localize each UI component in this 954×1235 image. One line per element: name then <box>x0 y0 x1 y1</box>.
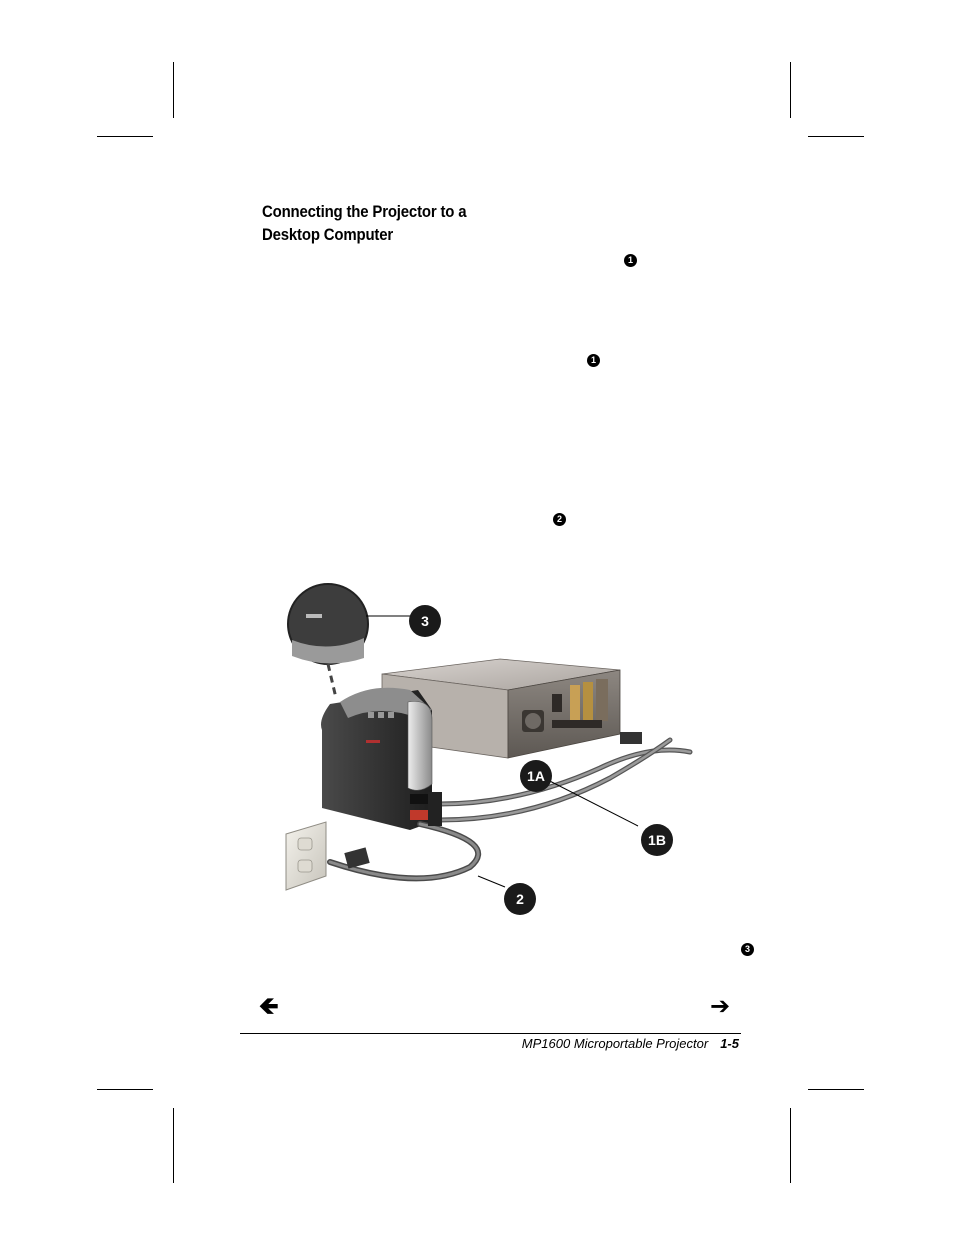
crop-mark-bottom-left-horizontal <box>97 1089 153 1090</box>
footer-rule <box>240 1033 741 1034</box>
callout-2: 2 <box>504 883 536 915</box>
power-plug <box>344 847 370 869</box>
crop-mark-top-right-vertical <box>790 62 791 118</box>
crop-mark-top-left-horizontal <box>97 136 153 137</box>
svg-text:1B: 1B <box>648 832 666 848</box>
crop-mark-bottom-left-vertical <box>173 1108 174 1183</box>
callout-1b: 1B <box>641 824 673 856</box>
crop-mark-bottom-right-vertical <box>790 1108 791 1183</box>
page-number: 1-5 <box>720 1036 739 1051</box>
vga-connector-computer <box>620 732 642 744</box>
callout-3: 3 <box>409 605 441 637</box>
vga-connector-projector <box>428 792 442 826</box>
page-footer: MP1600 Microportable Projector 1-5 <box>522 1036 739 1052</box>
step-marker-3: 3 <box>741 943 754 956</box>
svg-text:1A: 1A <box>527 768 545 784</box>
connection-illustration: 3 1A 1B 2 <box>285 583 693 915</box>
footer-title: MP1600 Microportable Projector <box>521 1036 709 1051</box>
step-marker-1: 1 <box>624 254 637 267</box>
crop-mark-bottom-right-horizontal <box>808 1089 864 1090</box>
crop-mark-top-left-vertical <box>173 62 174 118</box>
crop-mark-top-right-horizontal <box>808 136 864 137</box>
step-marker-2: 2 <box>553 513 566 526</box>
svg-text:3: 3 <box>421 613 429 629</box>
right-arrow-icon[interactable]: ➔ <box>710 992 731 1020</box>
left-arrow-icon[interactable]: 🡸 <box>259 992 279 1020</box>
section-heading: Connecting the Projector to a Desktop Co… <box>262 202 467 244</box>
callout-1a: 1A <box>520 760 552 792</box>
projector <box>321 687 433 830</box>
svg-text:2: 2 <box>516 891 524 907</box>
zoom-inset <box>287 583 369 699</box>
cables <box>327 737 693 882</box>
step-marker-1-repeat: 1 <box>587 354 600 367</box>
wall-outlet <box>285 821 327 891</box>
